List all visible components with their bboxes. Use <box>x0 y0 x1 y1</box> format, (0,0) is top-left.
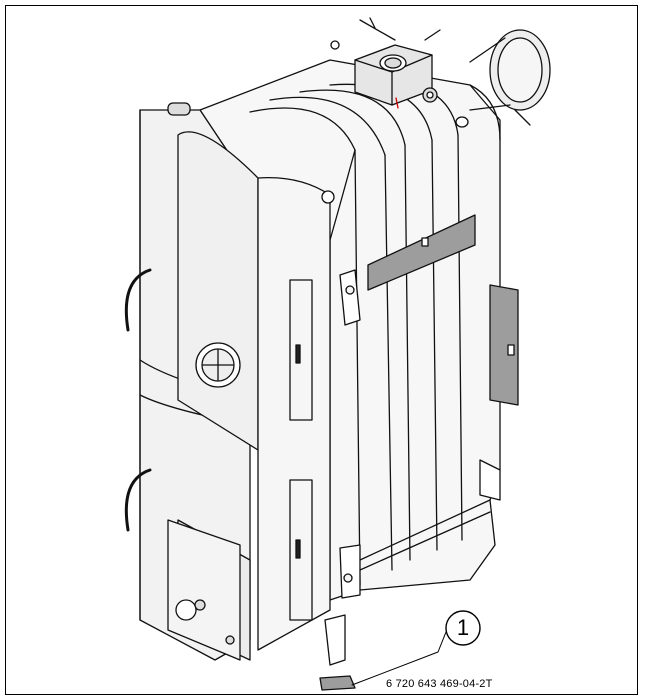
flue-outlet <box>469 29 551 126</box>
right-front-panel <box>257 176 335 651</box>
callout-number: 1 <box>456 615 470 640</box>
top-connection-block <box>330 17 469 128</box>
leveling-bars <box>367 214 519 406</box>
side-brackets <box>339 269 501 599</box>
upper-door <box>177 131 259 451</box>
callout-marker <box>351 610 481 686</box>
figure-code: 6 720 643 469-04-2T <box>386 678 493 690</box>
lower-door <box>167 519 251 661</box>
leveling-foot <box>319 614 356 691</box>
